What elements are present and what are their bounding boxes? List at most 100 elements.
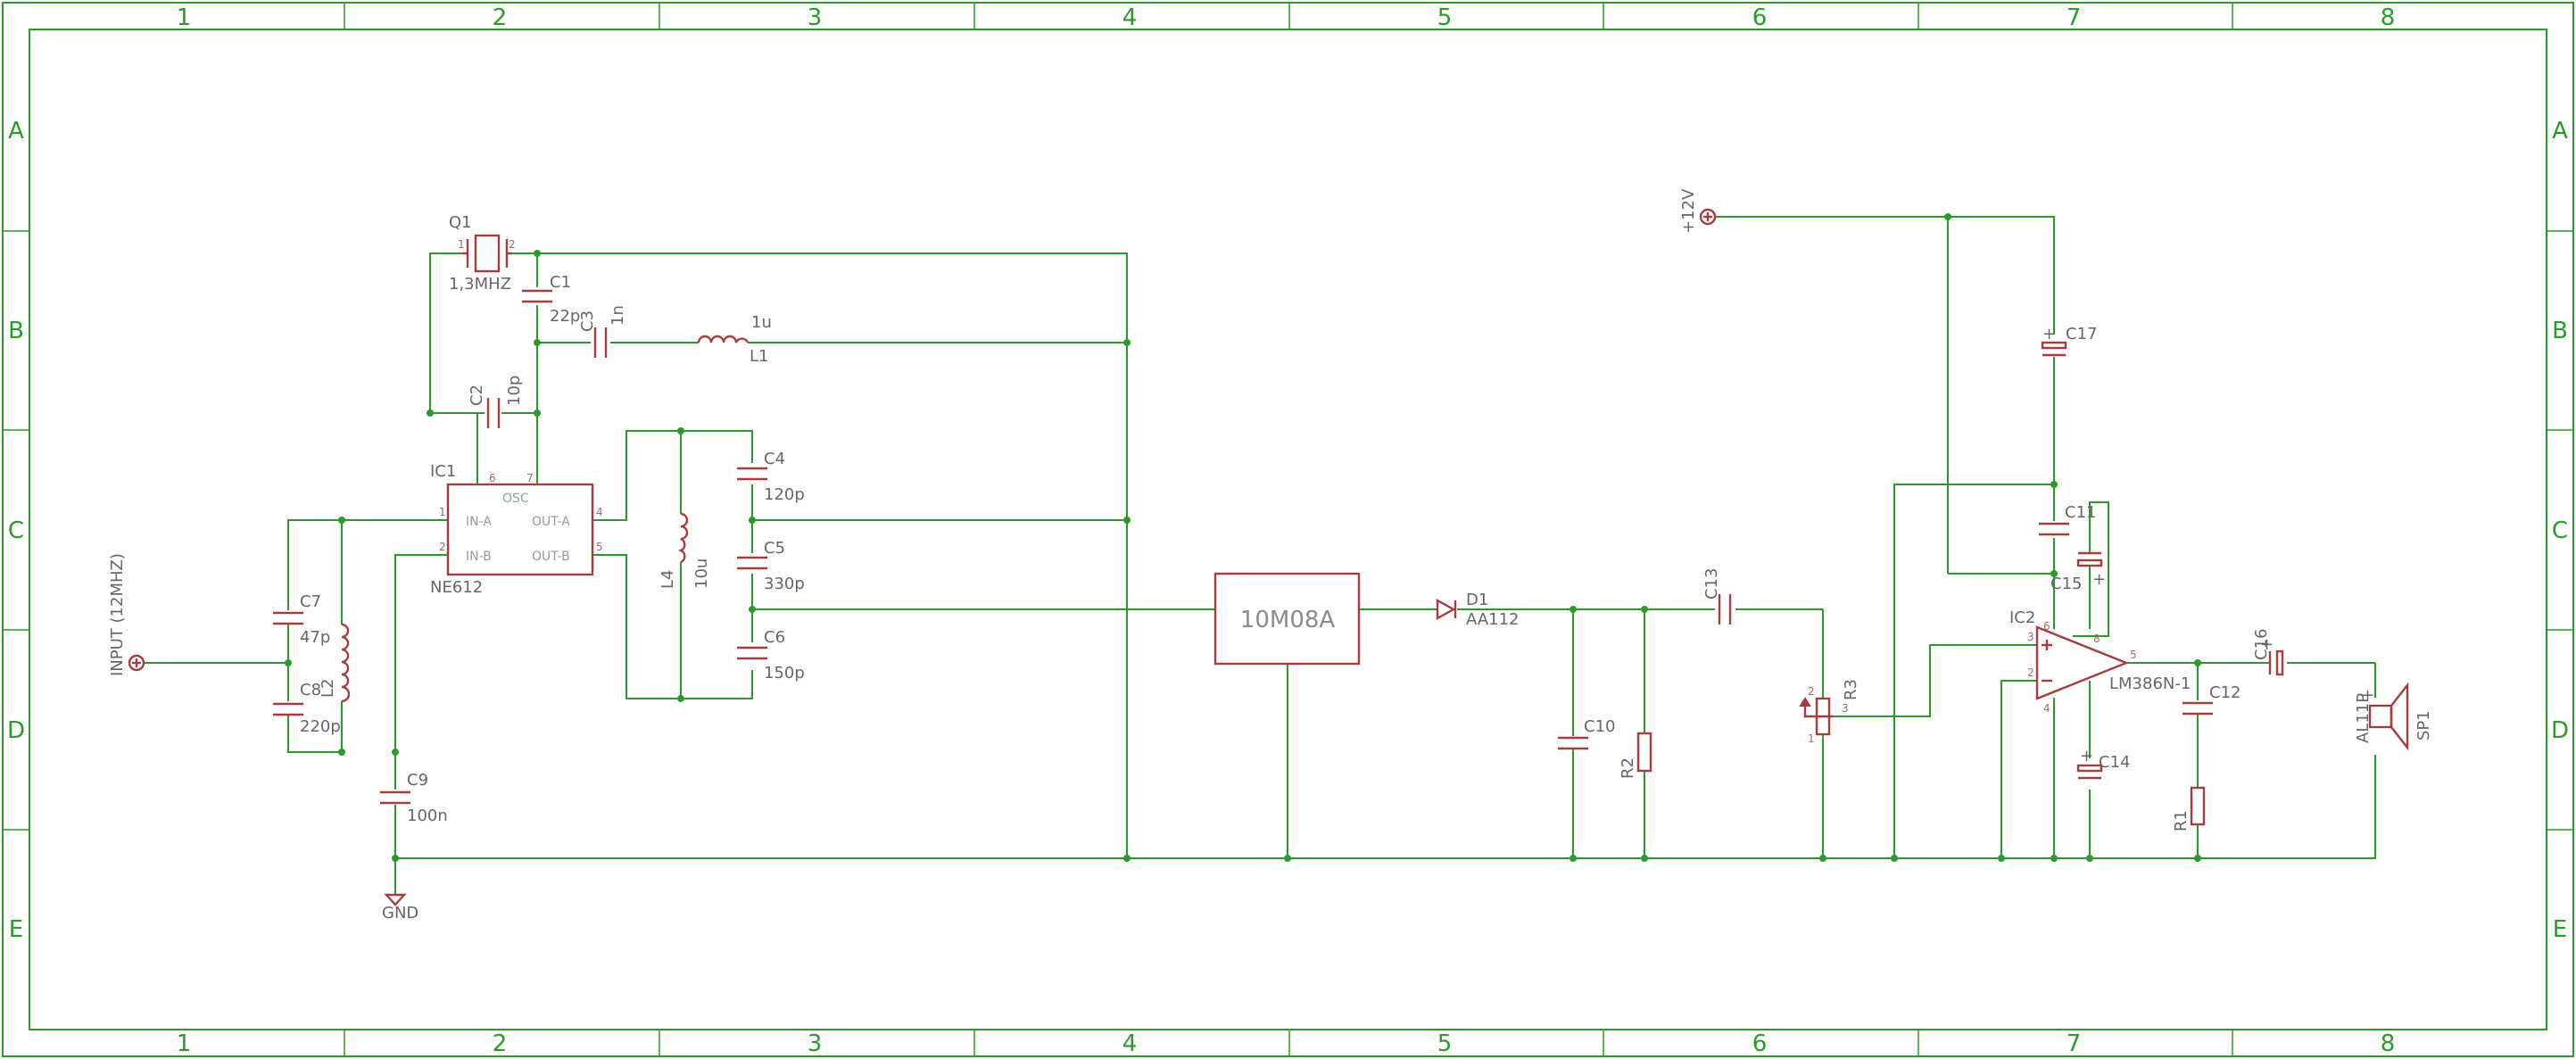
ic1-pin-number-1: 1 bbox=[439, 506, 446, 518]
ic1-mixer: IC1 NE612 IN-A IN-B OSC OUT-A OUT-B 1 2 … bbox=[430, 462, 603, 597]
c3-capacitor: C3 1n bbox=[578, 305, 627, 358]
c16-name: C16 bbox=[2252, 629, 2271, 660]
l1-value: 1u bbox=[751, 313, 772, 332]
col-label-3: 3 bbox=[808, 4, 823, 31]
c16-capacitor: + C16 bbox=[2252, 629, 2284, 676]
c3-name: C3 bbox=[578, 310, 597, 332]
q1-value: 1,3MHZ bbox=[449, 275, 511, 294]
q1-name: Q1 bbox=[449, 213, 472, 232]
col-label-3-bottom: 3 bbox=[808, 1030, 823, 1057]
col-label-1: 1 bbox=[177, 4, 192, 31]
c6-capacitor: C6 150p bbox=[737, 628, 805, 683]
c15-plus: + bbox=[2092, 570, 2106, 589]
c5-name: C5 bbox=[764, 539, 785, 558]
ic1-pin-number-7: 7 bbox=[526, 472, 534, 484]
c16-plus: + bbox=[2260, 635, 2274, 654]
c17-plus: + bbox=[2042, 325, 2056, 343]
col-label-7: 7 bbox=[2067, 4, 2082, 31]
ic2-pin-3: 3 bbox=[2027, 631, 2034, 643]
c14-capacitor: + C14 bbox=[2076, 747, 2130, 780]
sp1-plus: + bbox=[2361, 686, 2374, 705]
c10-name: C10 bbox=[1584, 717, 1615, 736]
r2-resistor: R2 bbox=[1619, 732, 1652, 779]
c9-value: 100n bbox=[407, 807, 448, 825]
c8-value: 220p bbox=[300, 717, 341, 736]
col-label-2: 2 bbox=[493, 4, 508, 31]
row-label-e-right: E bbox=[2553, 916, 2567, 943]
ic1-value: NE612 bbox=[430, 578, 483, 597]
l1-name: L1 bbox=[750, 347, 768, 366]
col-label-6: 6 bbox=[1752, 4, 1768, 31]
c4-capacitor: C4 120p bbox=[737, 450, 805, 504]
r1-name: R1 bbox=[2172, 810, 2191, 831]
ic2-pin-4: 4 bbox=[2043, 702, 2050, 715]
col-label-5-bottom: 5 bbox=[1437, 1030, 1453, 1057]
c10-capacitor: C10 bbox=[1558, 717, 1615, 750]
d1-name: D1 bbox=[1466, 591, 1488, 609]
r3-pin-3: 3 bbox=[1842, 702, 1849, 715]
svg-text:2: 2 bbox=[509, 238, 516, 251]
r3-pin-2: 2 bbox=[1808, 685, 1815, 698]
ic2-pin-2: 2 bbox=[2027, 666, 2034, 679]
c2-value: 10p bbox=[505, 376, 524, 406]
row-label-a-right: A bbox=[2552, 118, 2568, 145]
c9-capacitor: C9 100n bbox=[380, 771, 448, 825]
row-label-d: D bbox=[7, 717, 25, 744]
col-label-2-bottom: 2 bbox=[493, 1030, 508, 1057]
row-label-b-right: B bbox=[2552, 318, 2568, 344]
c12-name: C12 bbox=[2209, 683, 2241, 702]
input-label: INPUT (12MHZ) bbox=[108, 553, 127, 676]
ic2-pin-6: 6 bbox=[2043, 620, 2050, 633]
l1-inductor: 1u L1 bbox=[697, 313, 772, 366]
c3-value: 1n bbox=[609, 305, 627, 326]
c2-capacitor: C2 10p bbox=[468, 376, 524, 428]
filter-label: 10M08A bbox=[1240, 607, 1336, 633]
sp1-name: SP1 bbox=[2414, 710, 2433, 740]
ic1-pin-number-6: 6 bbox=[489, 472, 496, 484]
c13-capacitor: C13 bbox=[1702, 568, 1732, 625]
c1-name: C1 bbox=[550, 273, 571, 292]
c7-name: C7 bbox=[300, 592, 321, 611]
sp1-value: AL11P bbox=[2354, 693, 2373, 743]
d1-value: AA112 bbox=[1466, 610, 1519, 629]
ic1-pin-outa: OUT-A bbox=[532, 515, 570, 529]
row-label-b: B bbox=[8, 318, 24, 344]
col-label-7-bottom: 7 bbox=[2067, 1030, 2082, 1057]
c17-name: C17 bbox=[2066, 325, 2097, 343]
c6-value: 150p bbox=[764, 664, 805, 683]
ic1-pin-outb: OUT-B bbox=[532, 550, 570, 564]
row-label-d-right: D bbox=[2551, 717, 2569, 744]
r1-resistor: R1 bbox=[2172, 786, 2206, 831]
ic1-pin-number-4: 4 bbox=[596, 506, 603, 518]
ic2-pin-5: 5 bbox=[2130, 649, 2137, 661]
c7-value: 47p bbox=[300, 628, 330, 647]
row-label-a: A bbox=[8, 118, 24, 145]
c11-capacitor: C11 bbox=[2039, 503, 2096, 536]
c4-name: C4 bbox=[764, 450, 785, 468]
col-label-4: 4 bbox=[1122, 4, 1138, 31]
gnd-label: GND bbox=[382, 904, 418, 922]
col-label-1-bottom: 1 bbox=[177, 1030, 192, 1057]
ic1-pin-number-2: 2 bbox=[439, 541, 446, 553]
sp1-speaker: AL11P SP1 + bbox=[2354, 682, 2433, 751]
vcc-label: +12V bbox=[1679, 188, 1698, 234]
gnd-symbol: GND bbox=[382, 893, 418, 922]
vcc-terminal: +12V bbox=[1679, 188, 1717, 234]
c8-name: C8 bbox=[300, 681, 321, 699]
col-label-8: 8 bbox=[2381, 4, 2396, 31]
junctions bbox=[285, 213, 2201, 862]
c4-value: 120p bbox=[764, 485, 805, 504]
row-label-e: E bbox=[9, 916, 23, 943]
c12-capacitor: C12 bbox=[2183, 683, 2241, 716]
l4-value: 10u bbox=[692, 558, 711, 589]
c5-value: 330p bbox=[764, 575, 805, 593]
svg-text:1: 1 bbox=[458, 238, 465, 251]
c7-capacitor: C7 47p bbox=[273, 592, 330, 647]
c2-name: C2 bbox=[468, 385, 486, 406]
c8-capacitor: C8 220p bbox=[273, 681, 341, 736]
ic1-pin-osc: OSC bbox=[502, 492, 529, 506]
col-label-4-bottom: 4 bbox=[1122, 1030, 1138, 1057]
r3-name: R3 bbox=[1842, 679, 1860, 700]
ic2-value: LM386N-1 bbox=[2109, 674, 2191, 693]
